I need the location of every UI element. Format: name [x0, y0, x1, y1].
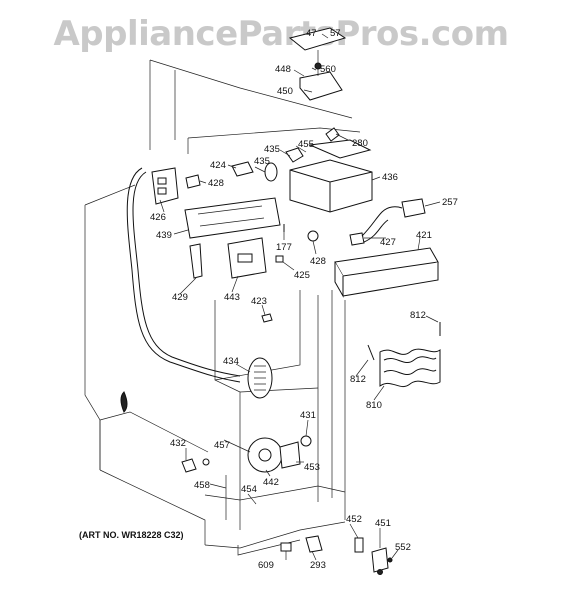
label-454: 454: [241, 484, 257, 495]
label-425: 425: [294, 270, 310, 281]
label-434: 434: [223, 356, 239, 367]
art-number: (ART NO. WR18228 C32): [79, 530, 184, 540]
parts: [151, 27, 441, 575]
leader-lines: [159, 33, 441, 561]
label-450: 450: [277, 86, 293, 97]
watermark-text: AppliancePartsPros.com: [53, 14, 509, 54]
label-421: 421: [416, 230, 432, 241]
label-455: 455: [298, 139, 314, 150]
label-457: 457: [214, 440, 230, 451]
label-452: 452: [346, 514, 362, 525]
label-560: 560: [320, 64, 336, 75]
label-428a: 428: [208, 178, 224, 189]
label-810: 810: [366, 400, 382, 411]
label-453: 453: [304, 462, 320, 473]
label-429: 429: [172, 292, 188, 303]
label-812b: 812: [350, 374, 366, 385]
label-812a: 812: [410, 310, 426, 321]
label-448: 448: [275, 64, 291, 75]
label-424: 424: [210, 160, 226, 171]
label-436: 436: [382, 172, 398, 183]
label-57: 57: [330, 28, 341, 39]
label-442: 442: [263, 477, 279, 488]
label-435b: 435: [254, 156, 270, 167]
part-labels: 47 57 448 560 450 280 455 435 435 424 42…: [150, 28, 458, 571]
label-293: 293: [310, 560, 326, 571]
label-423: 423: [251, 296, 267, 307]
label-427: 427: [380, 237, 396, 248]
label-439: 439: [156, 230, 172, 241]
label-552: 552: [395, 542, 411, 553]
label-177: 177: [276, 242, 292, 253]
label-435a: 435: [264, 144, 280, 155]
label-609: 609: [258, 560, 274, 571]
cabinet-frame: [84, 59, 361, 556]
label-431: 431: [300, 410, 316, 421]
label-426: 426: [150, 212, 166, 223]
label-432: 432: [170, 438, 186, 449]
label-458: 458: [194, 480, 210, 491]
label-257: 257: [442, 197, 458, 208]
label-443: 443: [224, 292, 240, 303]
label-47: 47: [306, 28, 317, 39]
label-428b: 428: [310, 256, 326, 267]
label-451: 451: [375, 518, 391, 529]
label-280: 280: [352, 138, 368, 149]
